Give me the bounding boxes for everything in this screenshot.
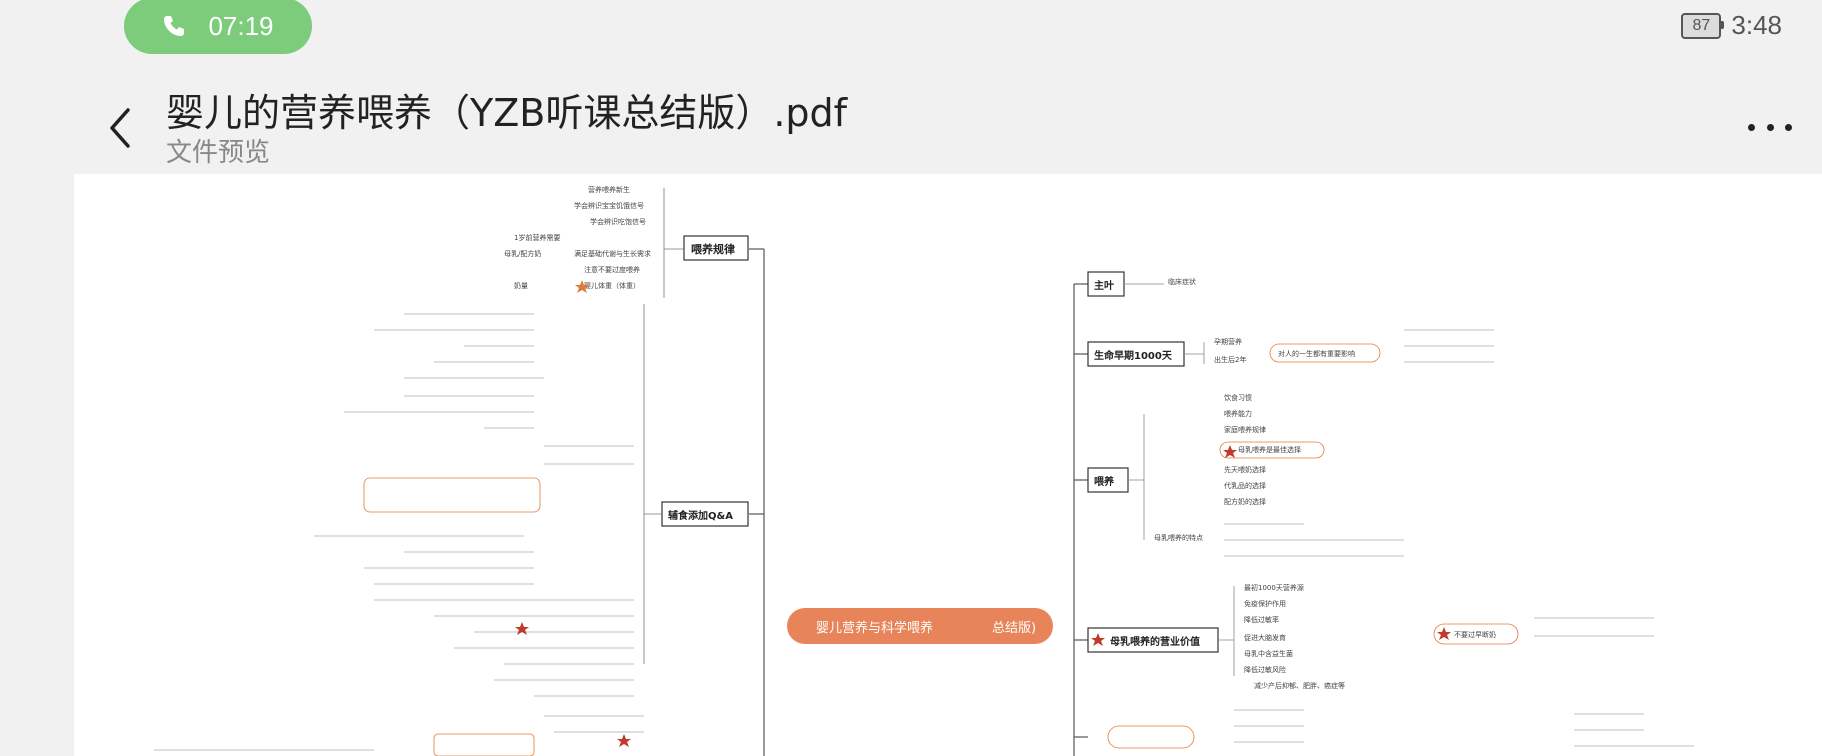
star-icon (617, 734, 631, 747)
feeding-rule-item: 满足基础代谢与生长需求 (574, 249, 651, 258)
breastfeeding-item: 促进大脑发育 (1244, 633, 1286, 642)
breastfeeding-item: 免疫保护作用 (1244, 599, 1286, 608)
breastfeeding-item: 降低过敏率 (1244, 615, 1279, 624)
branch-first-1000-days-label: 生命早期1000天 (1094, 349, 1173, 362)
battery-icon: 87 (1681, 12, 1725, 39)
feeding-item: 喂养能力 (1224, 409, 1252, 418)
file-title: 婴儿的营养喂养（YZB听课总结版）.pdf (166, 91, 848, 135)
feeding-rule-item: 注意不要过度喂养 (584, 265, 640, 274)
breastfeeding-item: 降低过敏风险 (1244, 665, 1286, 674)
feeding-item: 配方奶的选择 (1224, 497, 1266, 506)
branch-breastfeeding-label: 母乳喂养的营业价值 (1110, 635, 1200, 648)
phone-icon (164, 16, 185, 36)
ongoing-call-pill[interactable]: 07:19 (124, 0, 312, 54)
breastfeeding-side-label: 不要过早断奶 (1454, 630, 1496, 639)
first-1000-days-highlight (1269, 343, 1381, 363)
highlight-box (433, 733, 535, 756)
feeding-item: 母乳喂养的特点 (1154, 533, 1203, 542)
feeding-item: 母乳喂养是最佳选择 (1238, 445, 1301, 454)
more-dot-icon (1785, 123, 1792, 131)
chevron-left-icon (110, 108, 130, 148)
pdf-preview-page[interactable]: 婴儿营养与科学喂养 总结版) 喂养规律 营养喂养新生 学会辨识宝宝饥饿信号 学会… (74, 174, 1822, 756)
feeding-rule-item: 营养喂养新生 (588, 185, 630, 194)
breastfeeding-item: 母乳中含益生菌 (1244, 649, 1293, 658)
more-options-button[interactable] (1748, 112, 1792, 142)
branch-feeding-rules (683, 235, 749, 261)
first-1000-days-item: 孕期营养 (1214, 337, 1242, 346)
more-dot-icon (1748, 123, 1755, 131)
first-1000-days-item: 对人的一生都有重要影响 (1278, 349, 1355, 358)
highlight-box (363, 477, 541, 513)
branch-partial (1107, 725, 1195, 749)
feeding-item: 饮食习惯 (1224, 393, 1252, 402)
battery-level: 87 (1692, 16, 1711, 34)
central-node-label: 婴儿营养与科学喂养 (816, 620, 933, 636)
breastfeeding-side-box (1433, 623, 1519, 645)
star-icon (515, 622, 529, 635)
status-right: 87 3:48 (1681, 10, 1782, 41)
feeding-rule-item: 母乳/配方奶 (504, 249, 541, 258)
branch-main-label: 主叶 (1094, 279, 1114, 292)
more-dot-icon (1766, 123, 1774, 131)
breastfeeding-item: 最初1000天营养源 (1244, 583, 1304, 592)
first-1000-days-item: 出生后2年 (1214, 355, 1246, 364)
feeding-rule-item: 学会辨识吃饱信号 (590, 217, 646, 226)
feeding-rule-item: 学会辨识宝宝饥饿信号 (574, 201, 644, 210)
branch-breastfeeding (1087, 627, 1219, 653)
file-subtitle: 文件预览 (166, 138, 271, 168)
star-icon (1091, 633, 1105, 646)
star-icon (1437, 627, 1451, 640)
feeding-item: 家庭喂养规律 (1224, 425, 1266, 434)
star-icon (575, 280, 589, 293)
central-node (787, 608, 1053, 644)
feeding-item: 代乳品的选择 (1224, 481, 1266, 490)
breastfeeding-item: 减少产后抑郁、肥胖、癌症等 (1254, 681, 1345, 690)
clock: 3:48 (1731, 10, 1782, 40)
star-icon (1223, 445, 1237, 458)
back-button[interactable] (100, 98, 140, 158)
branch-first-1000-days (1087, 341, 1185, 367)
branch-feeding (1087, 467, 1129, 493)
branch-main-note: 临床症状 (1168, 277, 1196, 286)
feeding-rule-item: 奶量 (514, 281, 528, 290)
feeding-highlight (1219, 441, 1325, 459)
status-bar: 07:19 87 3:48 (0, 0, 1822, 56)
branch-complementary-qa-label: 辅食添加Q&A (668, 509, 733, 522)
feeding-rule-item: 婴儿体重（体重） (584, 281, 640, 290)
branch-feeding-rules-label: 喂养规律 (691, 242, 735, 256)
call-duration: 07:19 (208, 10, 274, 41)
central-node-suffix: 总结版) (992, 621, 1036, 636)
branch-main (1087, 271, 1125, 297)
feeding-rule-item: 1岁前营养需要 (514, 233, 560, 242)
file-preview-header: 婴儿的营养喂养（YZB听课总结版）.pdf 文件预览 (0, 70, 1822, 170)
branch-feeding-label: 喂养 (1094, 475, 1115, 488)
feeding-item: 先天喂奶选择 (1224, 465, 1266, 474)
mind-map: 婴儿营养与科学喂养 总结版) 喂养规律 营养喂养新生 学会辨识宝宝饥饿信号 学会… (154, 185, 1694, 756)
